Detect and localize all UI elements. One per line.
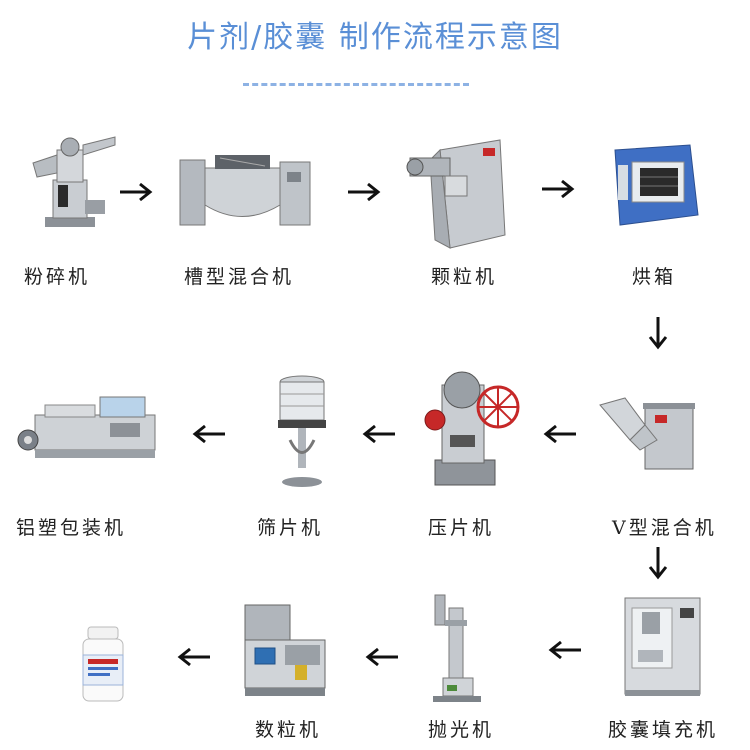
tablet-press-image (420, 365, 520, 490)
trough-mixer-image (175, 150, 315, 230)
blister-packing-machine-image (10, 385, 160, 465)
tablet-counter-image (240, 600, 330, 700)
medicine-bottle-image (78, 625, 128, 705)
arrow-down-icon (648, 317, 668, 350)
title-underline (243, 83, 469, 86)
label-tablet-counter: 数粒机 (255, 719, 322, 741)
arrow-down-icon (648, 547, 668, 580)
label-crusher: 粉碎机 (24, 266, 91, 288)
label-granulator: 颗粒机 (431, 266, 498, 288)
arrow-left-icon (362, 424, 395, 444)
arrow-right-icon (348, 182, 381, 202)
label-trough-mixer: 槽型混合机 (184, 266, 295, 288)
arrow-left-icon (548, 640, 581, 660)
polishing-machine-image (425, 590, 485, 705)
label-v-mixer: V型混合机 (612, 517, 717, 539)
arrow-right-icon (120, 182, 153, 202)
arrow-left-icon (177, 647, 210, 667)
granulator-image (405, 130, 510, 250)
arrow-left-icon (543, 424, 576, 444)
label-polishing-machine: 抛光机 (428, 719, 495, 741)
arrow-right-icon (542, 179, 575, 199)
sieving-machine-image (270, 370, 335, 490)
capsule-filling-machine-image (620, 590, 705, 700)
arrow-left-icon (192, 424, 225, 444)
label-tablet-press: 压片机 (428, 517, 495, 539)
label-sieving-machine: 筛片机 (257, 517, 324, 539)
crusher-machine-image (25, 125, 120, 235)
arrow-left-icon (365, 647, 398, 667)
label-capsule-filling-machine: 胶囊填充机 (608, 719, 719, 741)
label-oven: 烘箱 (632, 266, 677, 288)
page-title: 片剂/胶囊 制作流程示意图 (187, 20, 563, 55)
oven-image (610, 140, 700, 230)
v-mixer-image (595, 395, 700, 475)
label-blister-packing-machine: 铝塑包装机 (16, 517, 127, 539)
